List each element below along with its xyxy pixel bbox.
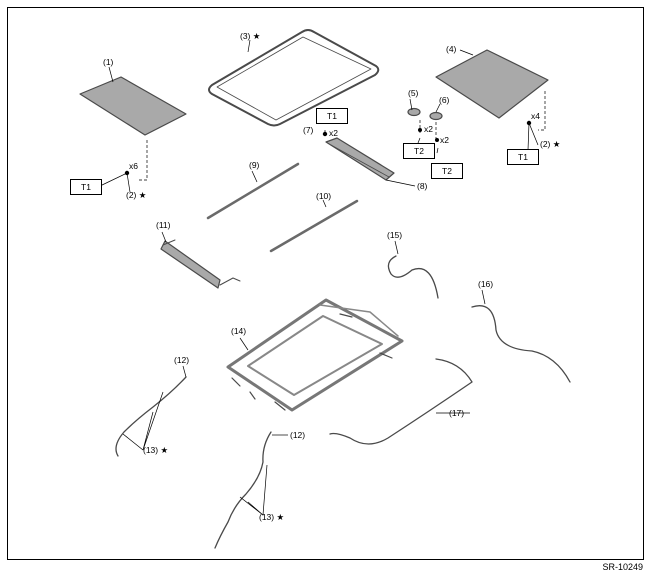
label-17: (17) <box>449 408 465 418</box>
torque-box-t2-b: T2 <box>431 163 463 179</box>
quantity-7: x2 <box>329 128 338 138</box>
label-16: (16) <box>478 279 494 289</box>
label-10: (10) <box>316 191 332 201</box>
drain-hose-16 <box>471 305 571 383</box>
label-13-upper: (13) ★ <box>143 445 169 455</box>
label-12-upper: (12) <box>174 355 190 365</box>
drain-tube-12-lower <box>214 431 272 549</box>
label-15: (15) <box>387 230 403 240</box>
quantity-4: x4 <box>531 111 540 121</box>
label-8: (8) <box>417 181 428 191</box>
quantity-6: x2 <box>440 135 449 145</box>
sunroof-glass-front <box>79 76 187 136</box>
guide-rail-left <box>206 162 300 220</box>
label-14: (14) <box>231 326 247 336</box>
figure-code: SR-10249 <box>602 562 643 572</box>
guide-rail-right <box>269 199 359 253</box>
label-2-left: (2) ★ <box>126 190 147 200</box>
label-1: (1) <box>103 57 114 67</box>
quantity-1: x6 <box>129 161 138 171</box>
drain-tube-12-upper <box>115 376 187 457</box>
clip-5 <box>407 107 421 117</box>
torque-box-t1-middle: T1 <box>316 108 348 124</box>
label-3: (3) ★ <box>240 31 261 41</box>
label-4: (4) <box>446 44 457 54</box>
clip-6 <box>429 111 443 121</box>
drain-hose-17 <box>329 358 473 445</box>
torque-box-t2-a: T2 <box>403 143 435 159</box>
drain-hose-15 <box>387 255 439 299</box>
label-11: (11) <box>156 220 171 230</box>
label-2-right: (2) ★ <box>540 139 561 149</box>
label-9: (9) <box>249 160 260 170</box>
label-5: (5) <box>408 88 419 98</box>
front-rail <box>160 240 221 289</box>
figure-frame <box>7 7 644 560</box>
label-6: (6) <box>439 95 450 105</box>
label-7: (7) <box>303 125 314 135</box>
sunroof-glass-rear <box>435 49 549 119</box>
label-13-lower: (13) ★ <box>259 512 285 522</box>
label-12-lower: (12) <box>290 430 306 440</box>
sunroof-frame <box>226 298 404 412</box>
wind-deflector <box>325 137 395 181</box>
torque-box-t1-left: T1 <box>70 179 102 195</box>
weatherstrip <box>208 29 380 127</box>
torque-box-t1-right: T1 <box>507 149 539 165</box>
quantity-5: x2 <box>424 124 433 134</box>
